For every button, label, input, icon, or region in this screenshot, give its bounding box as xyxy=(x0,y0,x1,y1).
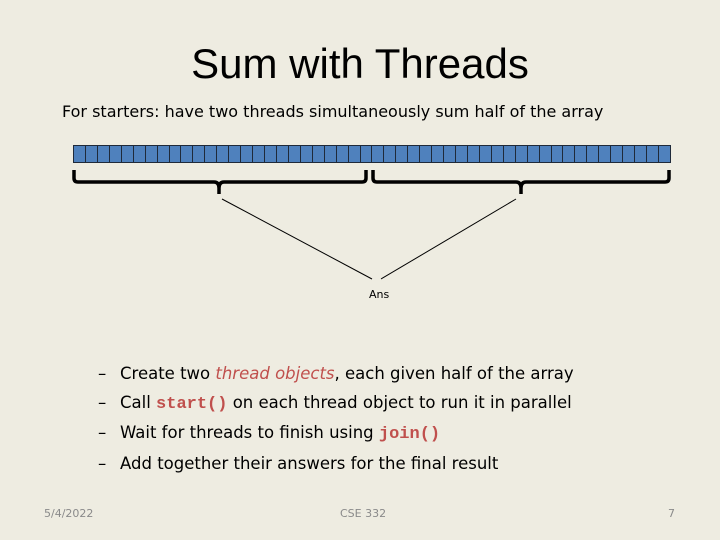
array-cell xyxy=(276,146,289,162)
array-cell xyxy=(181,146,194,162)
array-cell xyxy=(360,146,373,162)
subtitle: For starters: have two threads simultane… xyxy=(62,102,604,121)
array-cell xyxy=(515,146,528,162)
right-brace xyxy=(371,170,671,194)
array-cell xyxy=(74,146,86,162)
bullet-item: –Add together their answers for the fina… xyxy=(98,453,499,473)
array-cell xyxy=(384,146,397,162)
array-cell xyxy=(265,146,277,162)
array-cell xyxy=(527,146,540,162)
array-cell xyxy=(109,146,122,162)
array-cell xyxy=(193,146,206,162)
footer-course: CSE 332 xyxy=(340,507,387,520)
array-cell xyxy=(169,146,182,162)
array-cell xyxy=(563,146,576,162)
array-cell xyxy=(456,146,468,162)
array-cell xyxy=(324,146,337,162)
array-cell xyxy=(348,146,361,162)
array-cell xyxy=(205,146,218,162)
array-cell xyxy=(121,146,134,162)
left-connector-line xyxy=(221,198,373,280)
array-cell xyxy=(157,146,170,162)
array-cell xyxy=(539,146,552,162)
code-text: start() xyxy=(156,394,228,414)
array-cell xyxy=(444,146,456,162)
bullet-item: –Wait for threads to finish using join() xyxy=(98,423,441,444)
array-cell xyxy=(408,146,421,162)
array-cell xyxy=(420,146,433,162)
array-cell xyxy=(288,146,301,162)
array-cell xyxy=(658,146,670,162)
array-cell xyxy=(241,146,254,162)
array-diagram xyxy=(73,145,671,163)
array-cell xyxy=(467,146,480,162)
array-cell xyxy=(635,146,647,162)
array-cell xyxy=(611,146,624,162)
array-cell xyxy=(145,146,158,162)
array-cell xyxy=(336,146,349,162)
array-cell xyxy=(599,146,612,162)
array-cell xyxy=(647,146,659,162)
array-cell xyxy=(312,146,325,162)
array-cell xyxy=(623,146,636,162)
array-cell xyxy=(300,146,313,162)
bullet-item: –Create two thread objects, each given h… xyxy=(98,364,574,383)
array-cell xyxy=(432,146,445,162)
bullet-list: –Create two thread objects, each given h… xyxy=(98,360,574,478)
array-cell xyxy=(85,146,98,162)
array-cell xyxy=(229,146,242,162)
array-cell xyxy=(97,146,110,162)
array-cell xyxy=(491,146,504,162)
right-connector-line xyxy=(380,198,517,280)
array-cell xyxy=(396,146,409,162)
left-brace xyxy=(72,170,368,194)
footer-date: 5/4/2022 xyxy=(44,507,94,520)
emphasis-text: thread objects xyxy=(215,364,335,383)
array-cell xyxy=(372,146,385,162)
array-cell xyxy=(133,146,146,162)
page-number: 7 xyxy=(668,507,675,520)
ans-label: Ans xyxy=(369,288,390,301)
code-text: join() xyxy=(378,425,441,444)
array-cell xyxy=(587,146,600,162)
array-cell xyxy=(575,146,588,162)
array-cell xyxy=(253,146,265,162)
brace-diagram xyxy=(72,170,671,280)
array-cell xyxy=(217,146,230,162)
array-cell xyxy=(551,146,564,162)
slide-title: Sum with Threads xyxy=(191,40,529,87)
array-cell xyxy=(479,146,492,162)
bullet-item: –Call start() on each thread object to r… xyxy=(98,392,572,414)
array-cell xyxy=(503,146,516,162)
